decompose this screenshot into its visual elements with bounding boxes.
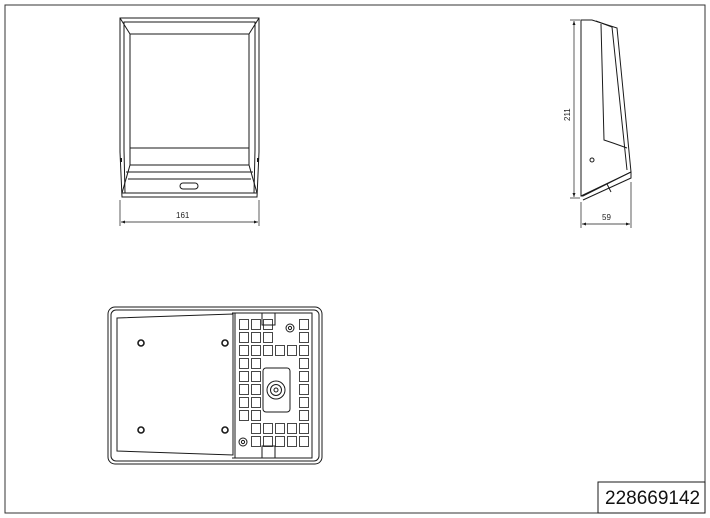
rib-cell <box>287 436 297 447</box>
rib-cell <box>263 436 273 447</box>
rib-cell <box>299 423 309 434</box>
back-cable-entry <box>262 367 291 413</box>
rib-cell <box>239 410 249 421</box>
rib-cell <box>251 410 261 421</box>
rib-cell <box>299 410 309 421</box>
rib-cell <box>287 423 297 434</box>
rib-cell <box>251 423 261 434</box>
side-screw-hole <box>589 157 595 163</box>
rib-cell <box>251 436 261 447</box>
dimension-label-height: 211 <box>563 108 572 121</box>
back-view <box>107 306 323 465</box>
back-outer-outline <box>107 306 323 465</box>
front-width-dimension <box>119 200 260 226</box>
rib-cell <box>287 345 297 356</box>
rib-cell <box>275 423 285 434</box>
front-outer-outline <box>119 17 260 198</box>
rib-cell <box>251 371 261 382</box>
rib-cell <box>239 319 249 330</box>
drawing-border <box>4 4 706 514</box>
side-view <box>580 19 632 201</box>
rib-cell <box>299 384 309 395</box>
rib-cell <box>251 319 261 330</box>
part-number-box <box>597 481 706 514</box>
rib-cell <box>299 345 309 356</box>
front-view <box>119 17 260 198</box>
rib-cell <box>263 345 273 356</box>
side-outer-outline <box>580 19 632 197</box>
rib-cell <box>299 332 309 343</box>
back-rib-grid <box>239 319 309 447</box>
dimension-label-depth: 59 <box>602 213 611 222</box>
back-screw-hole-bottom <box>238 437 248 447</box>
rib-cell <box>299 436 309 447</box>
front-sensor-slot <box>179 182 199 190</box>
rib-cell <box>275 345 285 356</box>
dimension-label-width: 161 <box>176 211 190 220</box>
rib-cell <box>251 358 261 369</box>
rib-cell <box>263 332 273 343</box>
back-screw-hole-top <box>285 323 295 333</box>
rib-cell <box>263 319 273 330</box>
side-depth-dimension <box>580 182 632 228</box>
rib-cell <box>251 397 261 408</box>
rib-cell <box>239 371 249 382</box>
back-cover-panel <box>116 313 234 456</box>
rib-cell <box>275 436 285 447</box>
rib-cell <box>299 358 309 369</box>
rib-cell <box>239 358 249 369</box>
rib-cell <box>251 332 261 343</box>
rib-cell <box>239 345 249 356</box>
rib-cell <box>251 345 261 356</box>
rib-cell <box>239 384 249 395</box>
rib-cell <box>251 384 261 395</box>
rib-cell <box>299 319 309 330</box>
rib-cell <box>239 332 249 343</box>
rib-cell <box>299 397 309 408</box>
side-height-dimension <box>570 19 580 199</box>
part-number: 228669142 <box>605 488 700 509</box>
rib-cell <box>263 423 273 434</box>
rib-cell <box>239 397 249 408</box>
rib-cell <box>299 371 309 382</box>
